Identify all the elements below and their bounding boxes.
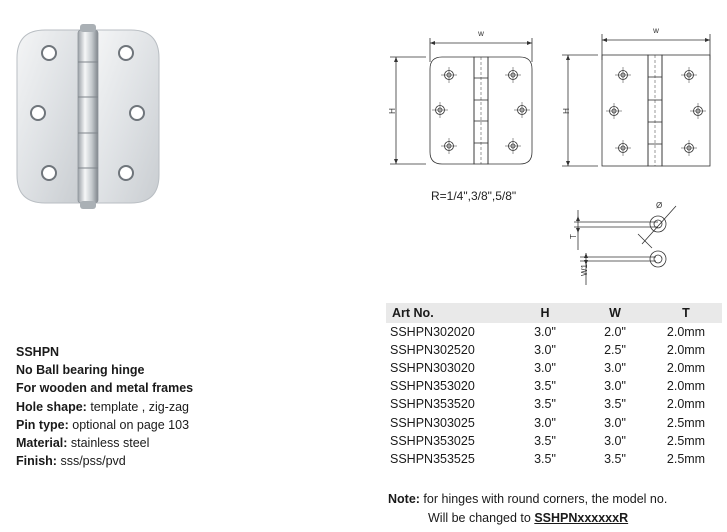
product-usage: For wooden and metal frames [16, 381, 194, 396]
table-row: SSHPN302520 3.0" 2.5" 2.0mm [386, 341, 722, 359]
drawing-1-holes [432, 67, 530, 154]
cell-art-no: SSHPN303020 [390, 361, 475, 376]
cell-art-no: SSHPN302520 [390, 343, 475, 358]
col-header-h: H [510, 303, 580, 323]
cell-art-no: SSHPN303025 [390, 415, 475, 430]
table-row: SSHPN303025 3.0" 3.0" 2.5mm [386, 413, 722, 431]
drawing-1-height-label: H [388, 108, 397, 114]
drawing-1-width-label: w [477, 29, 484, 38]
product-spec: SSHPN No Ball bearing hinge For wooden a… [16, 343, 193, 470]
cell-h: 3.5" [534, 451, 556, 466]
cell-art-no: SSHPN353025 [390, 433, 475, 448]
drawing-square-corner-hinge [562, 34, 711, 167]
finish-label: Finish: [16, 454, 57, 469]
cell-t: 2.5mm [666, 433, 706, 448]
drawing-2-width-label: w [652, 26, 659, 35]
hole-shape-label: Hole shape: [16, 399, 87, 414]
hinge-photo [16, 24, 160, 209]
thickness-label: T [569, 234, 578, 239]
pin-label: W1 [580, 263, 589, 276]
cell-t: 2.5mm [666, 415, 706, 430]
drawing-2-holes [606, 67, 706, 156]
product-name: No Ball bearing hinge [16, 363, 145, 378]
cell-t: 2.0mm [666, 379, 706, 394]
note-line-1: for hinges with round corners, the model… [419, 492, 668, 506]
cell-art-no: SSHPN353020 [390, 379, 475, 394]
cell-t: 2.0mm [666, 343, 706, 358]
cell-w: 2.0" [604, 325, 626, 340]
diameter-label: Ø [656, 201, 662, 210]
technical-drawing: w H w H R=1/4",3/8",5/8" [388, 26, 711, 285]
cell-h: 3.0" [534, 325, 556, 340]
radius-label: R=1/4",3/8",5/8" [431, 189, 516, 203]
material-value: stainless steel [67, 436, 150, 451]
cell-w: 3.0" [604, 379, 626, 394]
cell-t: 2.5mm [666, 451, 706, 466]
drawing-round-corner-hinge [390, 38, 533, 165]
col-header-t: T [650, 303, 722, 323]
cell-h: 3.0" [534, 415, 556, 430]
cell-h: 3.0" [534, 343, 556, 358]
hole-shape-value: template , zig-zag [86, 399, 189, 414]
cell-h: 3.5" [534, 433, 556, 448]
drawing-2-height-label: H [562, 108, 571, 114]
cell-w: 3.5" [604, 397, 626, 412]
cell-art-no: SSHPN353525 [390, 451, 475, 466]
cell-art-no: SSHPN302020 [390, 325, 475, 340]
finish-value: sss/pss/pvd [56, 454, 126, 469]
note-line-2: Will be changed to [428, 511, 535, 525]
model-name: SSHPN [16, 345, 60, 359]
material-label: Material: [16, 436, 68, 451]
hinge-knuckle [77, 24, 99, 209]
cell-w: 3.0" [604, 415, 626, 430]
table-row: SSHPN353025 3.5" 3.0" 2.5mm [386, 432, 722, 450]
table-row: SSHPN353525 3.5" 3.5" 2.5mm [386, 450, 722, 468]
side-view-thickness [574, 205, 677, 250]
cell-h: 3.0" [534, 361, 556, 376]
hinge-screw-holes [30, 45, 145, 181]
cell-art-no: SSHPN353520 [390, 397, 475, 412]
note-label: Note: [388, 492, 420, 506]
cell-h: 3.5" [534, 379, 556, 394]
table-row: SSHPN353020 3.5" 3.0" 2.0mm [386, 377, 722, 395]
cell-w: 3.5" [604, 451, 626, 466]
cell-w: 2.5" [604, 343, 626, 358]
table-row: SSHPN303020 3.0" 3.0" 2.0mm [386, 359, 722, 377]
col-header-art-no: Art No. [386, 303, 510, 323]
model-note: Note: for hinges with round corners, the… [388, 490, 667, 528]
hinge-left-leaf [16, 29, 81, 204]
side-view-pin [580, 250, 667, 285]
dimension-table: Art No. H W T SSHPN302020 3.0" 2.0" 2.0m… [386, 303, 722, 468]
note-model-code: SSHPNxxxxxxR [534, 511, 629, 525]
pin-type-value: optional on page 103 [68, 417, 190, 432]
cell-w: 3.0" [604, 433, 626, 448]
cell-t: 2.0mm [666, 361, 706, 376]
cell-t: 2.0mm [666, 325, 706, 340]
table-header-row: Art No. H W T [386, 303, 722, 323]
pin-type-label: Pin type: [16, 417, 69, 432]
cell-w: 3.0" [604, 361, 626, 376]
cell-h: 3.5" [534, 397, 556, 412]
hinge-right-leaf [95, 29, 160, 204]
col-header-w: W [580, 303, 650, 323]
cell-t: 2.0mm [666, 397, 706, 412]
table-row: SSHPN353520 3.5" 3.5" 2.0mm [386, 395, 722, 413]
table-row: SSHPN302020 3.0" 2.0" 2.0mm [386, 323, 722, 341]
